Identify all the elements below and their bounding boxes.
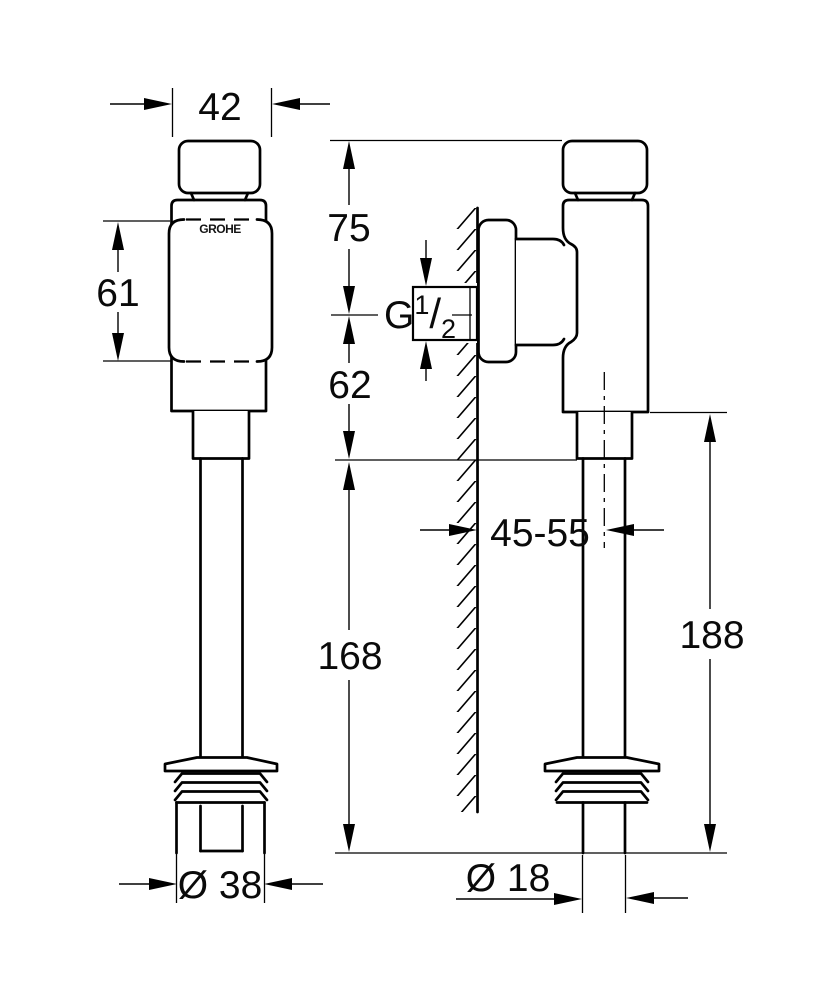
dim-label-42: 42 [198, 86, 241, 129]
dim-168: 168 [317, 462, 383, 852]
dim-label-61: 61 [96, 272, 139, 315]
brand-logo: GROHE [199, 222, 241, 236]
outlet-step-block-front [191, 411, 251, 460]
dim-label-188: 188 [679, 614, 744, 657]
dim-label-18: Ø 18 [466, 857, 551, 900]
dim-label-75: 75 [327, 207, 370, 250]
cover-right-edge [255, 218, 274, 363]
dim-label-45-55: 45-55 [490, 512, 590, 555]
flush-pipe-front [199, 457, 244, 759]
dim-label-62: 62 [328, 364, 371, 407]
dim-75: 75 [327, 139, 562, 316]
cap-collar-right-front [243, 191, 250, 202]
dim-188: 188 [650, 411, 745, 852]
shoulder-top-edge [514, 237, 566, 247]
rosette-hat [543, 756, 661, 773]
dim-45-55: 45-55 [420, 466, 664, 555]
dim-label-38: Ø 38 [178, 864, 263, 907]
dim-thread-g12: G1/2 [384, 240, 472, 381]
side-view [411, 139, 661, 855]
dim-diameter-18: Ø 18 [456, 855, 688, 913]
cover-left-edge [167, 218, 186, 363]
outlet-step-block-side [575, 412, 634, 460]
push-button-cap-front [177, 139, 262, 195]
dim-diameter-38: Ø 38 [119, 853, 323, 907]
dim-62: 62 [328, 316, 577, 461]
pipe-rosette-front [163, 756, 279, 855]
wall-escutcheon [477, 218, 518, 364]
cap-collar-right [630, 191, 637, 202]
dim-width-42: 42 [110, 86, 330, 137]
rosette-hat-front [163, 756, 279, 773]
dim-height-61: 61 [96, 220, 171, 362]
inlet-shoulder [514, 237, 566, 347]
push-button-cap-side [561, 139, 649, 195]
thread-stub-outline [411, 285, 479, 342]
dim-label-168: 168 [317, 635, 382, 678]
supply-thread-stub [411, 285, 479, 342]
valve-body-side [561, 198, 650, 414]
thread-label: G1/2 [384, 290, 456, 344]
front-view: GROHE [163, 139, 279, 855]
shoulder-bottom-edge [514, 337, 566, 347]
cover-plate: GROHE [167, 218, 274, 363]
cap-collar-left [573, 191, 580, 202]
wall-hatching [455, 208, 478, 812]
cap-collar-left-front [189, 191, 196, 202]
flush-pipe-side [581, 457, 627, 855]
pipe-rosette-side [543, 756, 661, 804]
